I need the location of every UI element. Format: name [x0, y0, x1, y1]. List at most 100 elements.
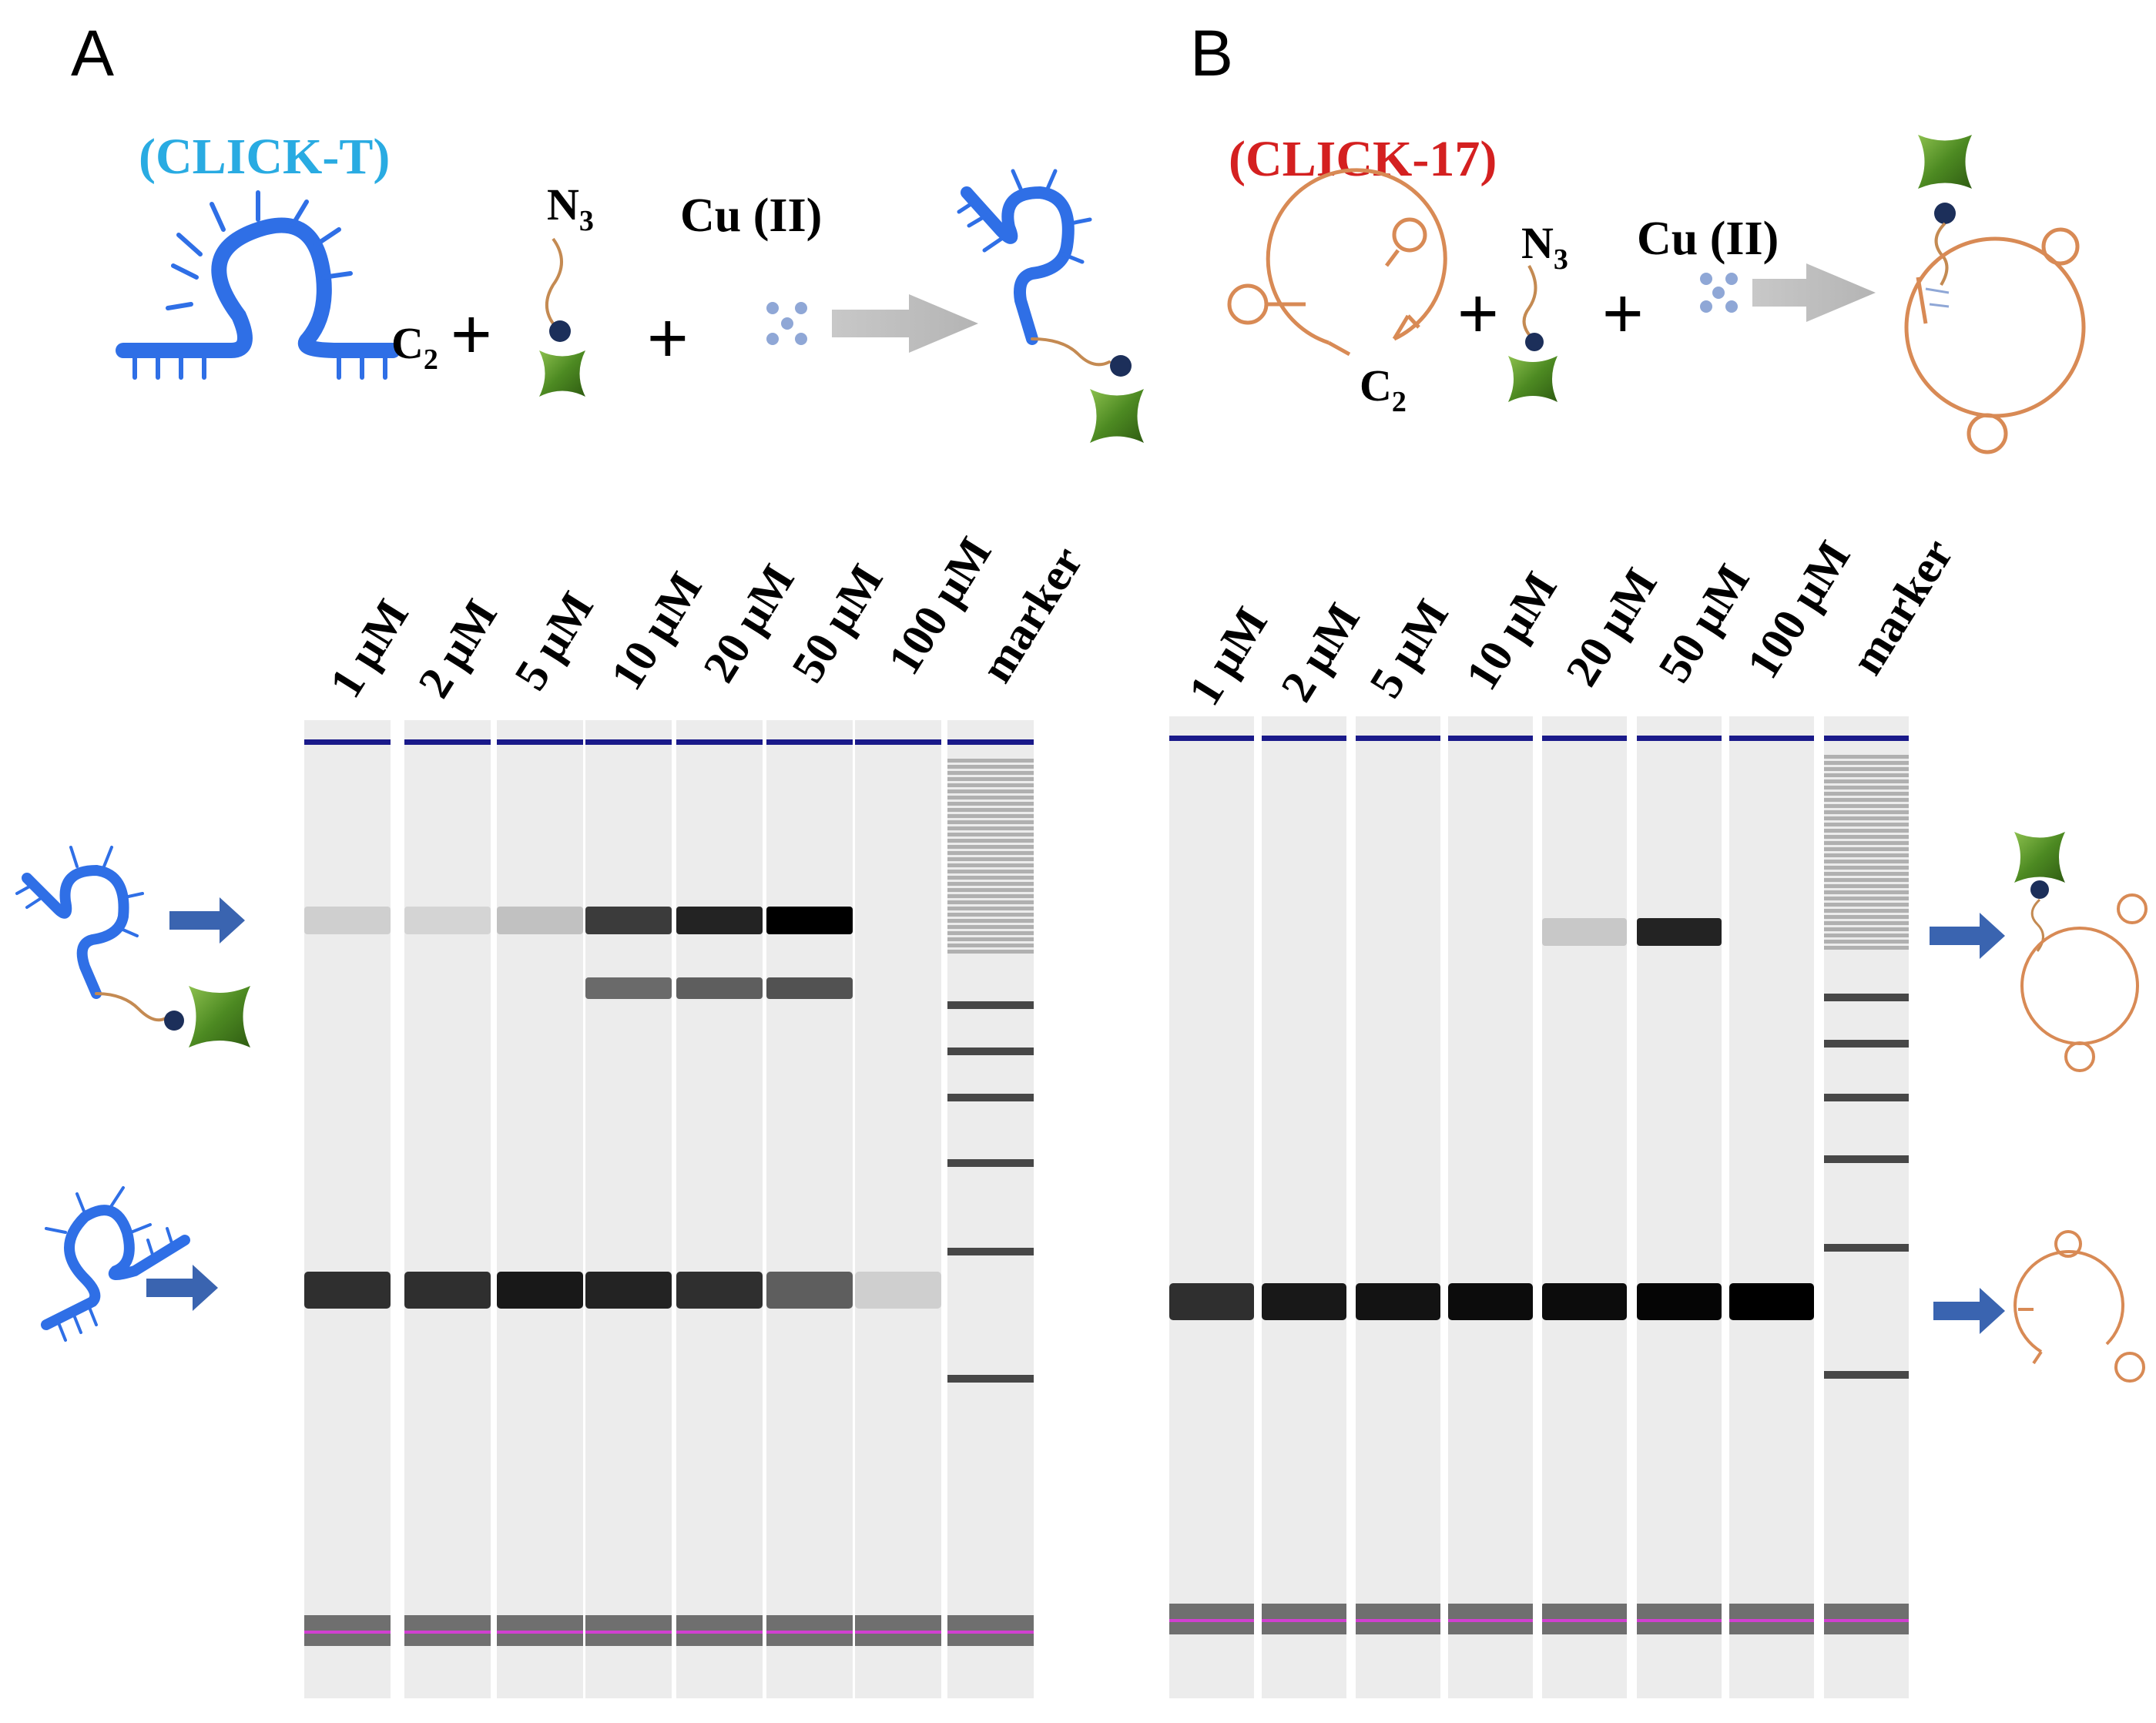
lane-label-a-5: 20 μM [693, 555, 804, 690]
gel-a-lane-4-substrate-band [585, 1272, 672, 1309]
gel-a-marker-smear [947, 919, 1034, 923]
panel-b-azide-fluorophore-icon: N3 [1508, 218, 1568, 402]
lane-label-b-1: 1 μM [1179, 598, 1277, 714]
gel-a-lane-5 [676, 720, 763, 1698]
gel-a-marker-smear [947, 808, 1034, 812]
gel-b-marker-smear [1824, 903, 1909, 907]
gel-a-lane-6-product-band [766, 907, 853, 934]
gel-a-lane-3-top-marker [497, 739, 583, 745]
gel-a-lane-6-substrate-band [766, 1272, 853, 1309]
gel-a-marker-smear [947, 857, 1034, 861]
gel-b-marker-smear [1824, 755, 1909, 759]
gel-a-lane-1 [304, 720, 391, 1698]
gel-b-marker-smear [1824, 816, 1909, 820]
gel-b-marker-smear [1824, 878, 1909, 882]
gel-b-lane-5-top-marker [1542, 736, 1627, 741]
panel-b-construct-label: (CLICK-17) [1229, 131, 1497, 187]
gel-a-lane-8-bottom-marker [947, 1631, 1034, 1634]
gel-a-lane-1-substrate-band [304, 1272, 391, 1309]
panel-a-azide-label: N3 [547, 179, 594, 237]
panel-b-lane-labels: 1 μM 2 μM 5 μM 10 μM 20 μM 50 μM 100 μM … [1179, 530, 1963, 714]
gel-a-lane-1-product-band [304, 907, 391, 934]
gel-a-marker-band-2 [947, 1048, 1034, 1055]
gel-b-lane-4-top-marker [1448, 736, 1533, 741]
lane-label-a-2: 2 μM [408, 591, 507, 706]
panel-a-plus-2: + [647, 299, 689, 377]
gel-a-lane-5-bottom-marker [676, 1631, 763, 1634]
gel-a-marker-smear [947, 759, 1034, 763]
gel-b-lane-6-product-band [1637, 918, 1722, 946]
product-indicator-a [15, 846, 250, 1048]
gel-b-lane-6-top-marker [1637, 736, 1722, 741]
gel-b [1169, 716, 1909, 1698]
gel-a-lane-5-substrate-band [676, 1272, 763, 1309]
gel-a-marker-smear [947, 894, 1034, 898]
gel-a-lane-5-top-marker [676, 739, 763, 745]
gel-a-marker-smear [947, 814, 1034, 818]
gel-b-marker-smear [1824, 853, 1909, 857]
panel-b-plus-1: + [1457, 274, 1499, 353]
gel-a-marker-band-4 [947, 1159, 1034, 1167]
gel-a-marker-smear [947, 870, 1034, 873]
product-a-fluorophore-icon [1090, 389, 1144, 443]
gel-a-marker-smear [947, 802, 1034, 806]
lane-label-b-4: 10 μM [1456, 563, 1567, 698]
gel-a-lane-5-side-band [676, 977, 763, 999]
gel-a-lane-4 [585, 720, 672, 1698]
gel-b-marker-smear [1824, 884, 1909, 888]
substrate-b-arrow-icon [1933, 1288, 2005, 1334]
lane-label-b-2: 2 μM [1271, 595, 1370, 710]
gel-a-lane-7-substrate-band [855, 1272, 941, 1309]
gel-b-lane-7-bottom-marker [1729, 1619, 1814, 1622]
gel-a-marker-smear [947, 845, 1034, 849]
gel-a-marker-smear [947, 796, 1034, 799]
panel-a-catalyst-label: Cu (II) [680, 189, 822, 242]
gel-b-marker-smear [1824, 841, 1909, 845]
gel-a-lane-8-top-marker [947, 739, 1034, 745]
gel-a-lane-7-bottom-marker [855, 1631, 941, 1634]
gel-a-lane-2 [404, 720, 491, 1698]
gel-b-lane-1-substrate-band [1169, 1283, 1254, 1320]
gel-b-lane-2-bottom-marker [1262, 1619, 1346, 1622]
substrate-indicator-b [1933, 1230, 2145, 1383]
gel-a-lane-3-product-band [497, 907, 583, 934]
gel-a-lane-1-top-marker [304, 739, 391, 745]
gel-b-lane-5-substrate-band [1542, 1283, 1627, 1320]
gel-b-lane-4 [1448, 716, 1533, 1698]
gel-b-marker-smear [1824, 798, 1909, 802]
gel-b-marker-smear [1824, 792, 1909, 796]
gel-b-marker-smear [1824, 940, 1909, 944]
gel-b-lane-2 [1262, 716, 1346, 1698]
gel-a-lane-2-substrate-band [404, 1272, 491, 1309]
gel-a-marker-smear [947, 937, 1034, 941]
gel-b-marker-smear [1824, 915, 1909, 919]
gel-a-marker-band-6 [947, 1375, 1034, 1383]
gel-a-lane-6-side-band [766, 977, 853, 999]
gel-b-lane-1-bottom-marker [1169, 1619, 1254, 1622]
gel-b-marker-smear [1824, 829, 1909, 833]
gel-b-lane-3-bottom-marker [1356, 1619, 1440, 1622]
gel-a-marker-smear [947, 863, 1034, 867]
product-a-arrow-icon [169, 897, 245, 944]
gel-b-marker-band-1 [1824, 994, 1909, 1001]
gel-b-lane-8-top-marker [1824, 736, 1909, 741]
lane-label-b-8: marker [1841, 530, 1963, 683]
gel-b-lane-5-product-band [1542, 918, 1627, 946]
gel-b-lane-6-substrate-band [1637, 1283, 1722, 1320]
gel-b-marker-smear [1824, 927, 1909, 931]
gel-b-lane-2-top-marker [1262, 736, 1346, 741]
gel-b-lane-2-substrate-band [1262, 1283, 1346, 1320]
gel-b-marker-smear [1824, 767, 1909, 771]
gel-b-marker-smear [1824, 866, 1909, 870]
gel-a-lane-7 [855, 720, 941, 1698]
gel-b-marker-band-2 [1824, 1040, 1909, 1048]
click-t-dna-icon [116, 190, 401, 380]
gel-a-lane-2-product-band [404, 907, 491, 934]
gel-a-lane-4-bottom-marker [585, 1631, 672, 1634]
product-b-arrow-icon [1930, 913, 2005, 959]
gel-b-lane-6-bottom-marker [1637, 1619, 1722, 1622]
gel-b-lane-4-substrate-band [1448, 1283, 1533, 1320]
gel-b-marker-smear [1824, 860, 1909, 863]
substrate-indicator-a [41, 1186, 218, 1342]
lane-label-a-1: 1 μM [320, 591, 418, 706]
